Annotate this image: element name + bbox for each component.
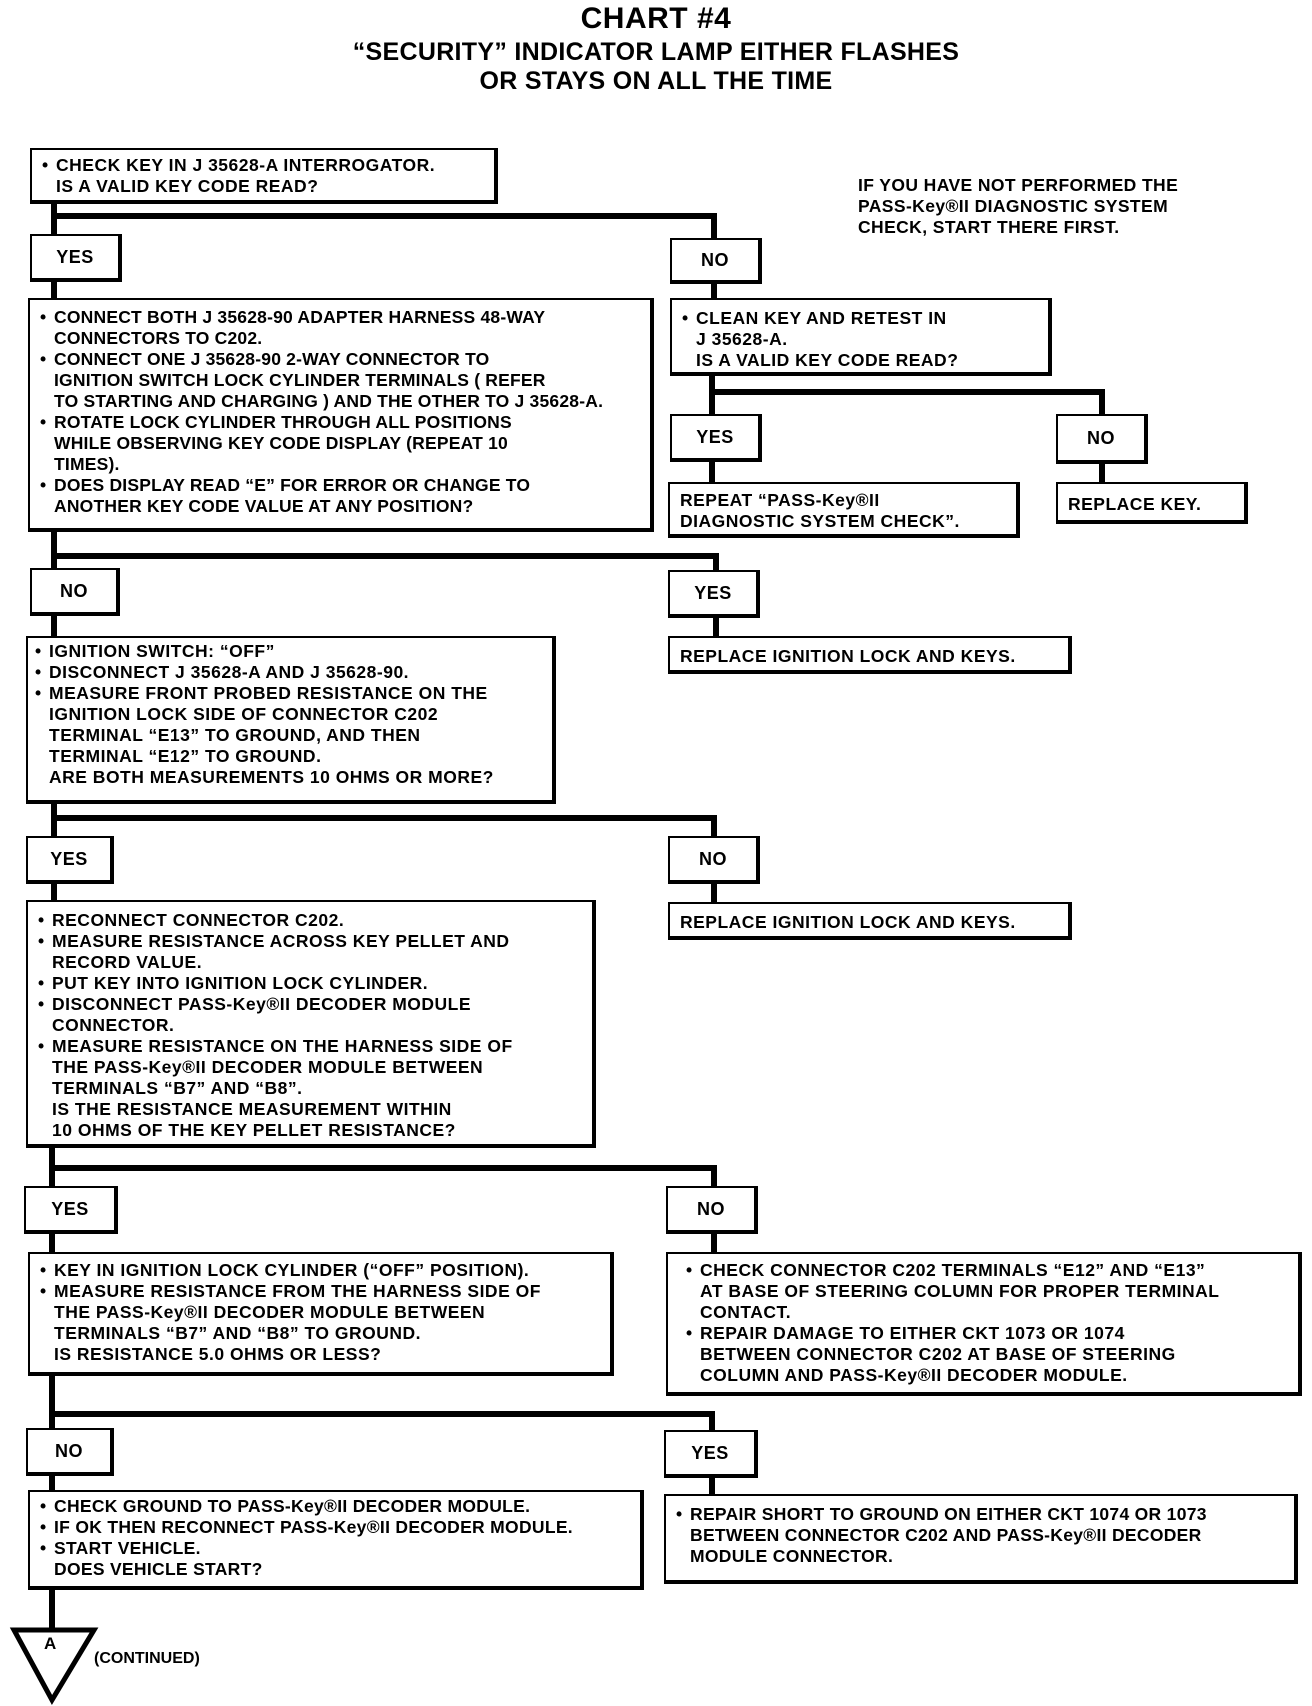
no-label: NO — [668, 836, 760, 884]
connector-letter: A — [44, 1634, 57, 1653]
step-measure-to-ground: KEY IN IGNITION LOCK CYLINDER (“OFF” POS… — [28, 1252, 614, 1376]
yes-label: YES — [668, 570, 760, 618]
step-item: CLEAN KEY AND RETEST IN J 35628-A. — [682, 308, 1038, 350]
step-item: DISCONNECT J 35628-A AND J 35628-90. — [35, 662, 542, 683]
no-label: NO — [1056, 414, 1148, 464]
step-check-key: CHECK KEY IN J 35628-A INTERROGATOR. IS … — [30, 148, 498, 204]
step-item: IF OK THEN RECONNECT PASS-Key®II DECODER… — [40, 1517, 630, 1538]
step-question: IS RESISTANCE 5.0 OHMS OR LESS? — [54, 1344, 382, 1364]
step-replace-lock-1: REPLACE IGNITION LOCK AND KEYS. — [668, 636, 1072, 674]
yes-label: YES — [24, 1186, 118, 1234]
step-item: CHECK GROUND TO PASS-Key®II DECODER MODU… — [40, 1496, 630, 1517]
no-label: NO — [30, 568, 120, 616]
step-item: DOES DISPLAY READ “E” FOR ERROR OR CHANG… — [40, 475, 640, 517]
no-label: NO — [670, 238, 762, 284]
no-label: NO — [666, 1186, 758, 1234]
step-item: RECONNECT CONNECTOR C202. — [38, 910, 582, 931]
step-clean-key: CLEAN KEY AND RETEST IN J 35628-A. IS A … — [670, 298, 1052, 376]
chart-subtitle-line-2: OR STAYS ON ALL THE TIME — [479, 67, 833, 95]
step-check-ground: CHECK GROUND TO PASS-Key®II DECODER MODU… — [28, 1490, 644, 1590]
step-item: REPAIR DAMAGE TO EITHER CKT 1073 OR 1074… — [686, 1323, 1288, 1386]
step-measure-key-pellet: RECONNECT CONNECTOR C202. MEASURE RESIST… — [26, 900, 596, 1148]
step-item: REPAIR SHORT TO GROUND ON EITHER CKT 107… — [676, 1504, 1284, 1567]
continuation-triangle — [9, 1627, 99, 1706]
step-item: DISCONNECT PASS-Key®II DECODER MODULE CO… — [38, 994, 582, 1036]
step-check-connector-c202: CHECK CONNECTOR C202 TERMINALS “E12” AND… — [666, 1252, 1302, 1396]
step-question: IS A VALID KEY CODE READ? — [56, 176, 319, 196]
step-question: ARE BOTH MEASUREMENTS 10 OHMS OR MORE? — [49, 767, 494, 787]
yes-label: YES — [670, 414, 762, 462]
step-item: MEASURE FRONT PROBED RESISTANCE ON THE I… — [35, 683, 542, 767]
yes-label: YES — [26, 836, 114, 884]
step-item: MEASURE RESISTANCE ON THE HARNESS SIDE O… — [38, 1036, 582, 1099]
step-item: MEASURE RESISTANCE ACROSS KEY PELLET AND… — [38, 931, 582, 973]
step-question: IS A VALID KEY CODE READ? — [696, 350, 959, 370]
step-item: CONNECT ONE J 35628-90 2-WAY CONNECTOR T… — [40, 349, 640, 412]
no-label: NO — [26, 1428, 114, 1476]
step-repeat-diagnostic: REPEAT “PASS-Key®II DIAGNOSTIC SYSTEM CH… — [668, 482, 1020, 538]
chart-title: CHART #4 — [580, 2, 732, 35]
step-replace-key: REPLACE KEY. — [1056, 482, 1248, 524]
yes-label: YES — [30, 234, 122, 282]
step-connect-adapter: CONNECT BOTH J 35628-90 ADAPTER HARNESS … — [28, 298, 654, 532]
chart-subtitle-line-1: “SECURITY” INDICATOR LAMP EITHER FLASHES — [352, 38, 960, 66]
step-measure-front-probed: IGNITION SWITCH: “OFF” DISCONNECT J 3562… — [26, 636, 556, 804]
step-item: PUT KEY INTO IGNITION LOCK CYLINDER. — [38, 973, 582, 994]
step-replace-lock-2: REPLACE IGNITION LOCK AND KEYS. — [668, 902, 1072, 940]
step-item: CHECK KEY IN J 35628-A INTERROGATOR. — [42, 155, 484, 176]
step-question: DOES VEHICLE START? — [54, 1559, 263, 1579]
prerequisite-note: IF YOU HAVE NOT PERFORMED THE PASS-Key®I… — [858, 175, 1179, 237]
step-item: IGNITION SWITCH: “OFF” — [35, 641, 542, 662]
step-item: KEY IN IGNITION LOCK CYLINDER (“OFF” POS… — [40, 1260, 600, 1281]
step-item: CHECK CONNECTOR C202 TERMINALS “E12” AND… — [686, 1260, 1288, 1323]
continued-label: (CONTINUED) — [94, 1650, 200, 1667]
step-item: CONNECT BOTH J 35628-90 ADAPTER HARNESS … — [40, 307, 640, 349]
step-item: MEASURE RESISTANCE FROM THE HARNESS SIDE… — [40, 1281, 600, 1344]
step-item: START VEHICLE. — [40, 1538, 630, 1559]
step-question: IS THE RESISTANCE MEASUREMENT WITHIN 10 … — [52, 1099, 456, 1140]
step-item: ROTATE LOCK CYLINDER THROUGH ALL POSITIO… — [40, 412, 640, 475]
yes-label: YES — [664, 1430, 758, 1478]
step-repair-short: REPAIR SHORT TO GROUND ON EITHER CKT 107… — [664, 1494, 1298, 1584]
